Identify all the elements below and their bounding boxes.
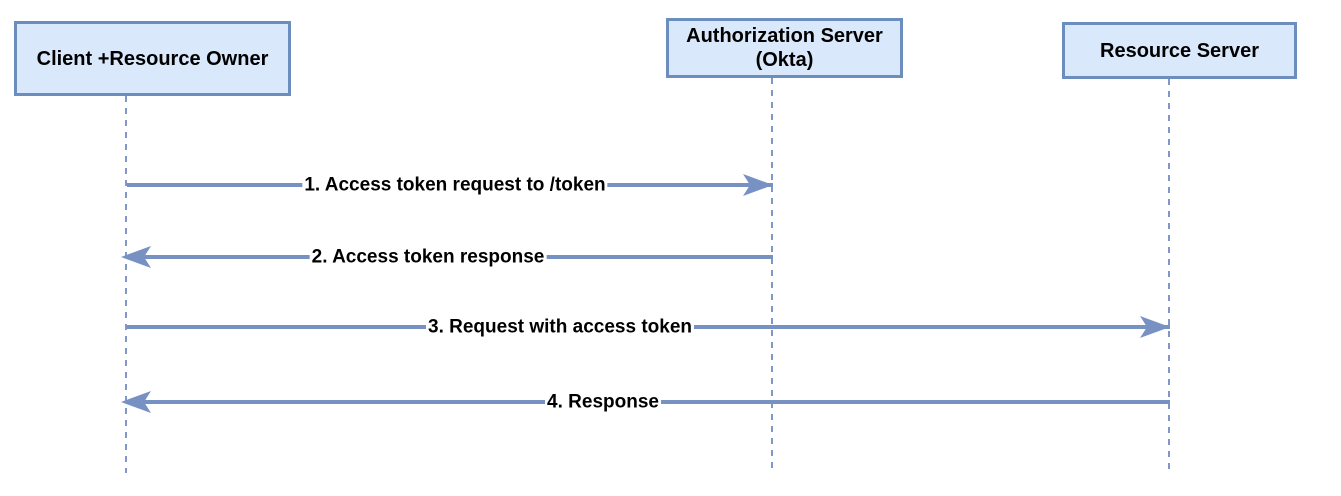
- lifeline-client: [125, 96, 127, 473]
- actor-box-resource-server: Resource Server: [1062, 22, 1297, 79]
- arrow-right-icon: [743, 174, 773, 196]
- actor-box-client-resource-owner: Client +Resource Owner: [14, 21, 291, 96]
- actor-sublabel-authorization-server: (Okta): [755, 49, 814, 71]
- arrow-left-icon: [121, 391, 151, 413]
- lifeline-authorization-server: [771, 78, 773, 473]
- arrow-right-icon: [1140, 316, 1170, 338]
- actor-label-client-resource-owner: Client +Resource Owner: [36, 47, 269, 70]
- message-3-label: 3. Request with access token: [426, 315, 694, 339]
- actor-label-authorization-server: Authorization Server: [686, 25, 883, 47]
- message-4-label: 4. Response: [545, 390, 661, 414]
- arrow-left-icon: [121, 246, 151, 268]
- lifeline-resource-server: [1168, 79, 1170, 473]
- actor-box-authorization-server: Authorization Server (Okta): [666, 18, 903, 78]
- message-2-label: 2. Access token response: [309, 245, 547, 269]
- message-1-label: 1. Access token request to /token: [302, 173, 608, 197]
- actor-label-resource-server: Resource Server: [1100, 39, 1259, 62]
